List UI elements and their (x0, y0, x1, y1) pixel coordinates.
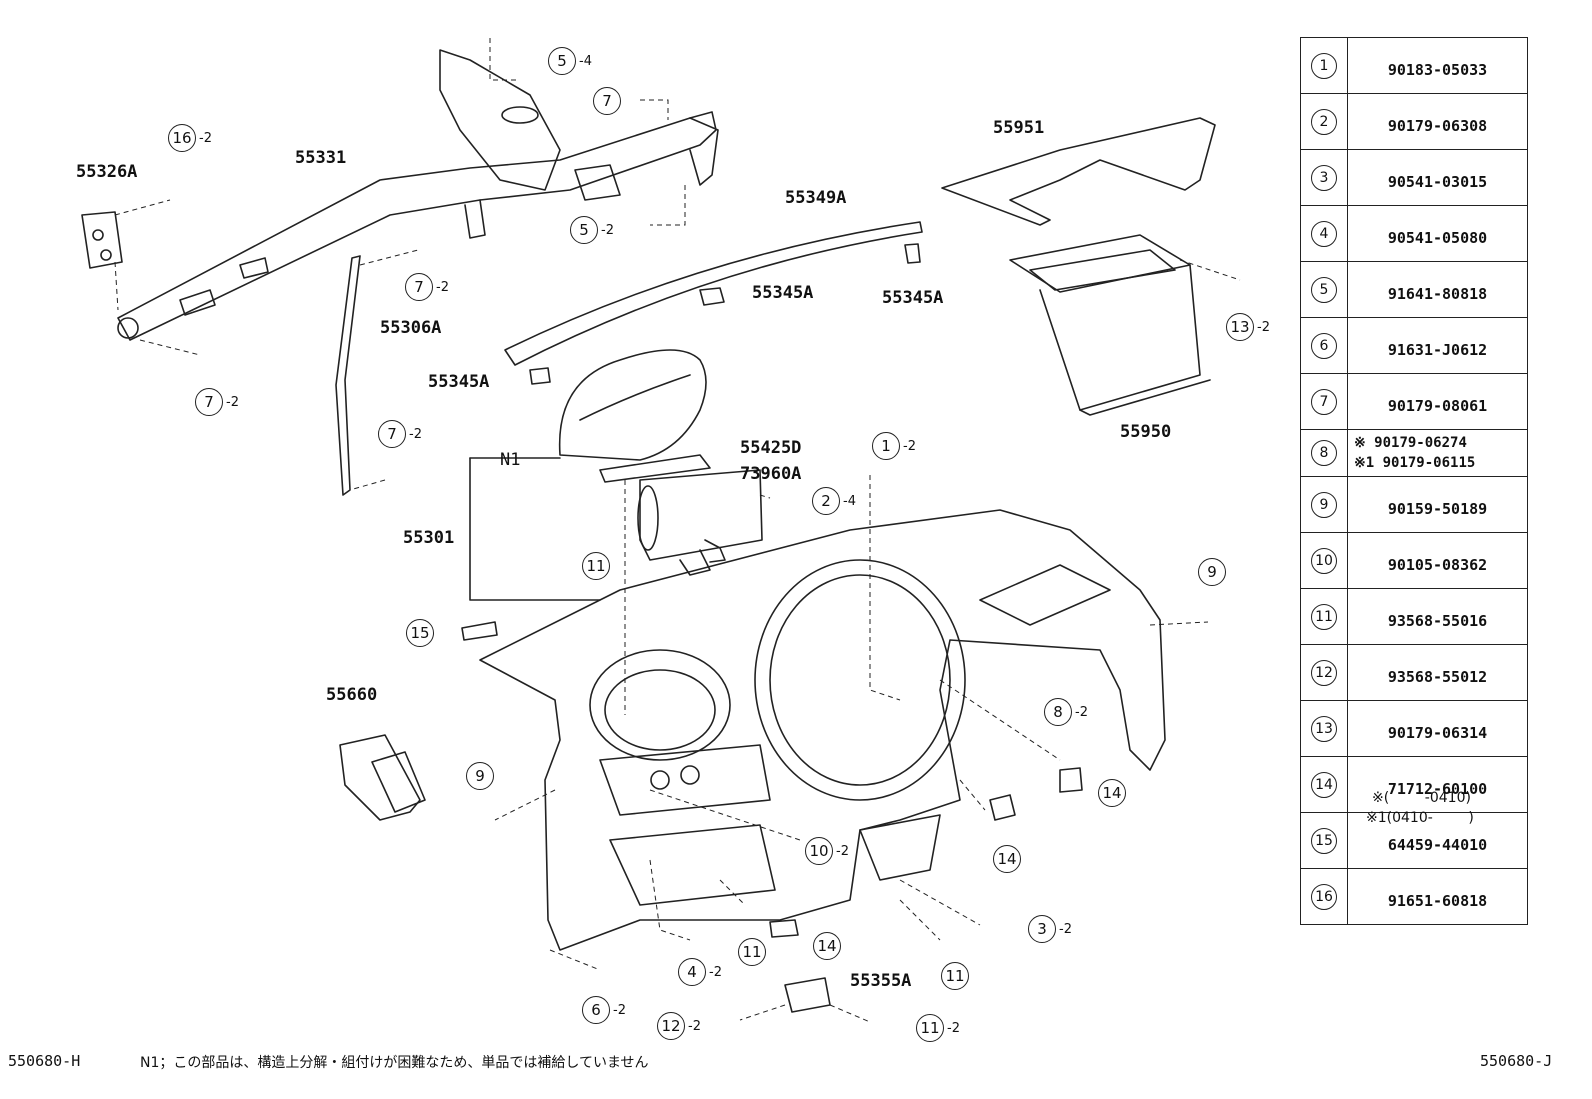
callout-6: 6-2 (582, 996, 626, 1024)
label-55951: 55951 (993, 118, 1045, 138)
airbag-module (637, 469, 763, 576)
callout-4: 4-2 (678, 958, 722, 986)
label-55425D: 55425D (740, 438, 802, 458)
footnote-date-range: ※1(0410- ) (1366, 810, 1474, 826)
callout-7: 7-2 (378, 420, 422, 448)
callout-11: 11-2 (916, 1014, 960, 1042)
label-55355A: 55355A (850, 971, 912, 991)
label-55349A: 55349A (785, 188, 847, 208)
instrument-panel (479, 509, 1166, 951)
label-55306A: 55306A (380, 318, 442, 338)
label-N1: N1 (500, 450, 521, 470)
label-55660: 55660 (326, 685, 378, 705)
callout-16: 16-2 (168, 124, 212, 152)
callout-2: 2-4 (812, 487, 856, 515)
defroster-strip-55349A (504, 221, 923, 366)
bracket-55326A (81, 211, 123, 269)
label-55345A: 55345A (428, 372, 490, 392)
diagram-code-right: 550680-J (1480, 1052, 1553, 1070)
glove-box-55950 (1009, 234, 1211, 416)
callout-5: 5-2 (570, 216, 614, 244)
label-55345A: 55345A (752, 283, 814, 303)
callout-11: 11 (941, 962, 972, 990)
callout-1: 1-2 (872, 432, 916, 460)
part-number-variant: ※ 90179-06274 (1354, 434, 1467, 451)
callout-5: 5-4 (548, 47, 592, 75)
footnote-date-range: ※( -0410) (1372, 790, 1471, 806)
label-55301: 55301 (403, 528, 455, 548)
callout-14: 14 (813, 932, 844, 960)
part-number-variant: ※1 90179-06115 (1354, 454, 1476, 471)
callout-7: 7-2 (195, 388, 239, 416)
label-55331: 55331 (295, 148, 347, 168)
callout-15: 15 (406, 619, 437, 647)
callout-11: 11 (738, 938, 769, 966)
callout-11: 11 (582, 552, 613, 580)
callout-14: 14 (993, 845, 1024, 873)
callout-3: 3-2 (1028, 915, 1072, 943)
callout-7: 7 (593, 87, 624, 115)
side-strip-55306A (335, 255, 361, 496)
callout-9: 9 (466, 762, 497, 790)
callout-12: 12-2 (657, 1012, 701, 1040)
table-row: 8※ 90179-06274※1 90179-06115 (1300, 429, 1528, 477)
label-55345A: 55345A (882, 288, 944, 308)
supply-note: N1；この部品は、構造上分解・組付けが困難なため、単品では補給していません (140, 1055, 649, 1071)
label-55950: 55950 (1120, 422, 1172, 442)
callout-13: 13-2 (1226, 313, 1270, 341)
upper-cover-55951 (941, 117, 1216, 226)
diagram-code-left: 550680-H (8, 1052, 81, 1070)
vent-55660 (339, 734, 426, 821)
callout-9: 9 (1198, 558, 1229, 586)
label-55326A: 55326A (76, 162, 138, 182)
callout-8: 8-2 (1044, 698, 1088, 726)
callout-7: 7-2 (405, 273, 449, 301)
callout-10: 10-2 (805, 837, 849, 865)
label-73960A: 73960A (740, 464, 802, 484)
airbag-cover (558, 349, 711, 483)
reinforcement-beam (117, 49, 719, 341)
callout-14: 14 (1098, 779, 1129, 807)
